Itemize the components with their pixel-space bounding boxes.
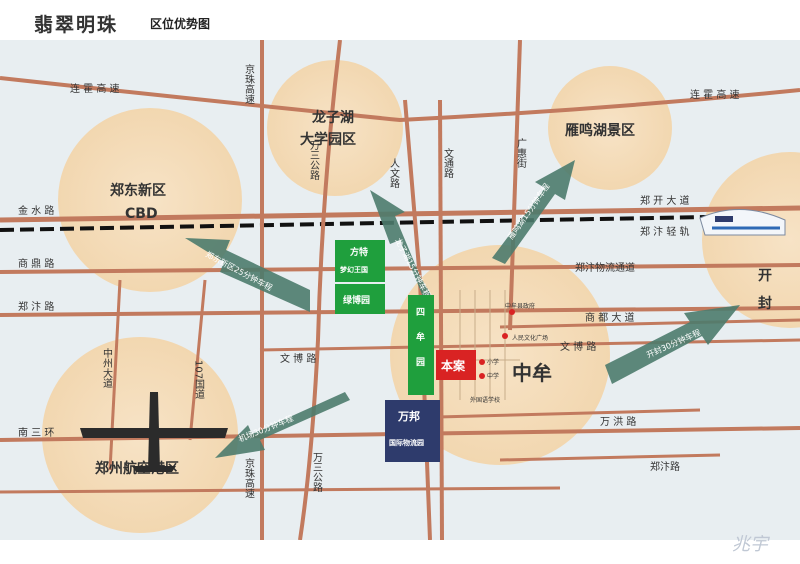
primary-school-icon [479,359,485,365]
road-label-zhengbian-rail: 郑 汴 轻 轨 [640,225,690,238]
simou-label-3: 园 [416,357,425,368]
simou-box [408,295,434,395]
road-label-g107: 107国道 [193,360,205,399]
kaifeng-label-1: 开 [758,268,772,284]
wansan-road [298,40,342,540]
arrow-airport [215,392,350,458]
poi-county-gov: 中牟县政府 [505,302,535,310]
arrow-zhengdong [185,238,310,312]
wanbang-label-2: 国际物流园 [389,438,424,447]
road-label-wanhong: 万 洪 路 [600,415,636,428]
simou-label-1: 四 [416,307,425,318]
page-title: 翡翠明珠 [34,14,119,36]
airplane-tail [132,466,176,472]
longzihu-circle [267,60,403,196]
train-window [715,216,733,222]
wanbang-label-1: 万邦 [397,409,420,423]
longzihu-label-2: 大学园区 [300,131,356,148]
benan-label: 本案 [441,358,466,373]
fangte-label-1: 方特 [350,246,368,258]
zhengbian-bottom-road [499,453,721,462]
road-label-jingzhu-bottom: 京珠高速 [243,457,255,498]
poi-middle: 中学 [487,372,499,380]
road-label-logistics: 郑汴物流通道 [575,261,635,274]
poi-primary: 小学 [487,358,499,366]
poi-culture-square: 人民文化广场 [512,334,548,342]
arrow-kaifeng [605,305,740,384]
road-label-jingzhu-top: 京珠高速 [243,63,255,104]
title-bar: 翡翠明珠 区位优势图 [0,0,800,40]
road-label-zhengbian-bottom: 郑汴路 [650,460,680,473]
road-label-guanghui: 广惠街 [515,138,527,169]
yanming-label: 雁鸣湖景区 [565,122,635,139]
county-gov-icon [509,309,515,315]
cbd-label-1: 郑东新区 [110,182,166,199]
kaifeng-label-2: 封 [758,295,772,312]
zhongmou-circle [390,245,610,465]
page-subtitle: 区位优势图 [150,17,211,31]
watermark: 兆宇 [732,534,768,555]
fangte-box [335,240,385,282]
road-label-wenbo-left: 文 博 路 [280,352,316,365]
road-label-lianhuo-left: 连 霍 高 速 [70,82,120,95]
road-label-wansan-bottom: 万三公路 [311,452,323,493]
location-map: 郑东新区 CBD 龙子湖 大学园区 雁鸣湖景区 开 封 郑州航空港区 中牟 连 … [0,40,800,540]
wanhong-road [399,408,701,420]
bottom-road [0,486,561,494]
map-canvas: 郑东新区 CBD 龙子湖 大学园区 雁鸣湖景区 开 封 郑州航空港区 中牟 连 … [0,40,800,540]
wentong-road [438,99,444,540]
rail-line [0,214,761,232]
road-label-zhengbian: 郑 汴 路 [18,300,54,313]
shangding-road [0,263,800,274]
guanghui-street [508,40,522,331]
kaifeng-circle [702,152,800,328]
arrow-longzihu [370,190,433,302]
road-label-zhengkai: 郑 开 大 道 [640,194,690,207]
yanming-circle [548,66,672,190]
culture-square-icon [502,333,508,339]
longzihu-label-1: 龙子湖 [311,109,354,126]
wanbang-box [385,400,440,462]
road-label-jinshui: 金 水 路 [18,204,54,217]
benan-box [436,350,476,380]
poi-foreign-school: 外国语学校 [470,396,500,404]
road-label-zhongzhou: 中州大道 [101,347,113,388]
cbd-label-2: CBD [125,206,158,222]
lvboyuan-box [335,284,385,314]
zhongmou-label: 中牟 [512,361,552,385]
road-label-shangdu: 商 都 大 道 [585,311,635,324]
simou-label-2: 牟 [416,331,425,343]
train-icon [699,209,786,236]
airplane-icon [80,392,228,472]
road-label-shangding: 商 鼎 路 [18,257,54,270]
zhengbian-road [0,306,800,317]
road-label-renwen: 人文路 [388,158,400,189]
road-label-lianhuo-right: 连 霍 高 速 [690,88,740,101]
cbd-circle [58,108,242,292]
middle-school-icon [479,373,485,379]
road-label-wansan-top: 万三公路 [308,140,320,181]
road-label-nansanhuan: 南 三 环 [18,426,54,439]
airplane-wing [80,428,228,438]
g107-road [188,279,207,441]
zhongzhou-avenue [108,279,122,471]
lvboyuan-label: 绿博园 [343,294,370,306]
arrow-yanming [492,160,575,264]
road-label-wenbo-right: 文 博 路 [560,340,596,353]
shangdu-avenue [499,318,800,329]
lianhuo-expressway [0,76,800,123]
road-label-wentong: 文通路 [442,147,454,179]
fangte-label-2: 梦幻王国 [340,265,368,274]
